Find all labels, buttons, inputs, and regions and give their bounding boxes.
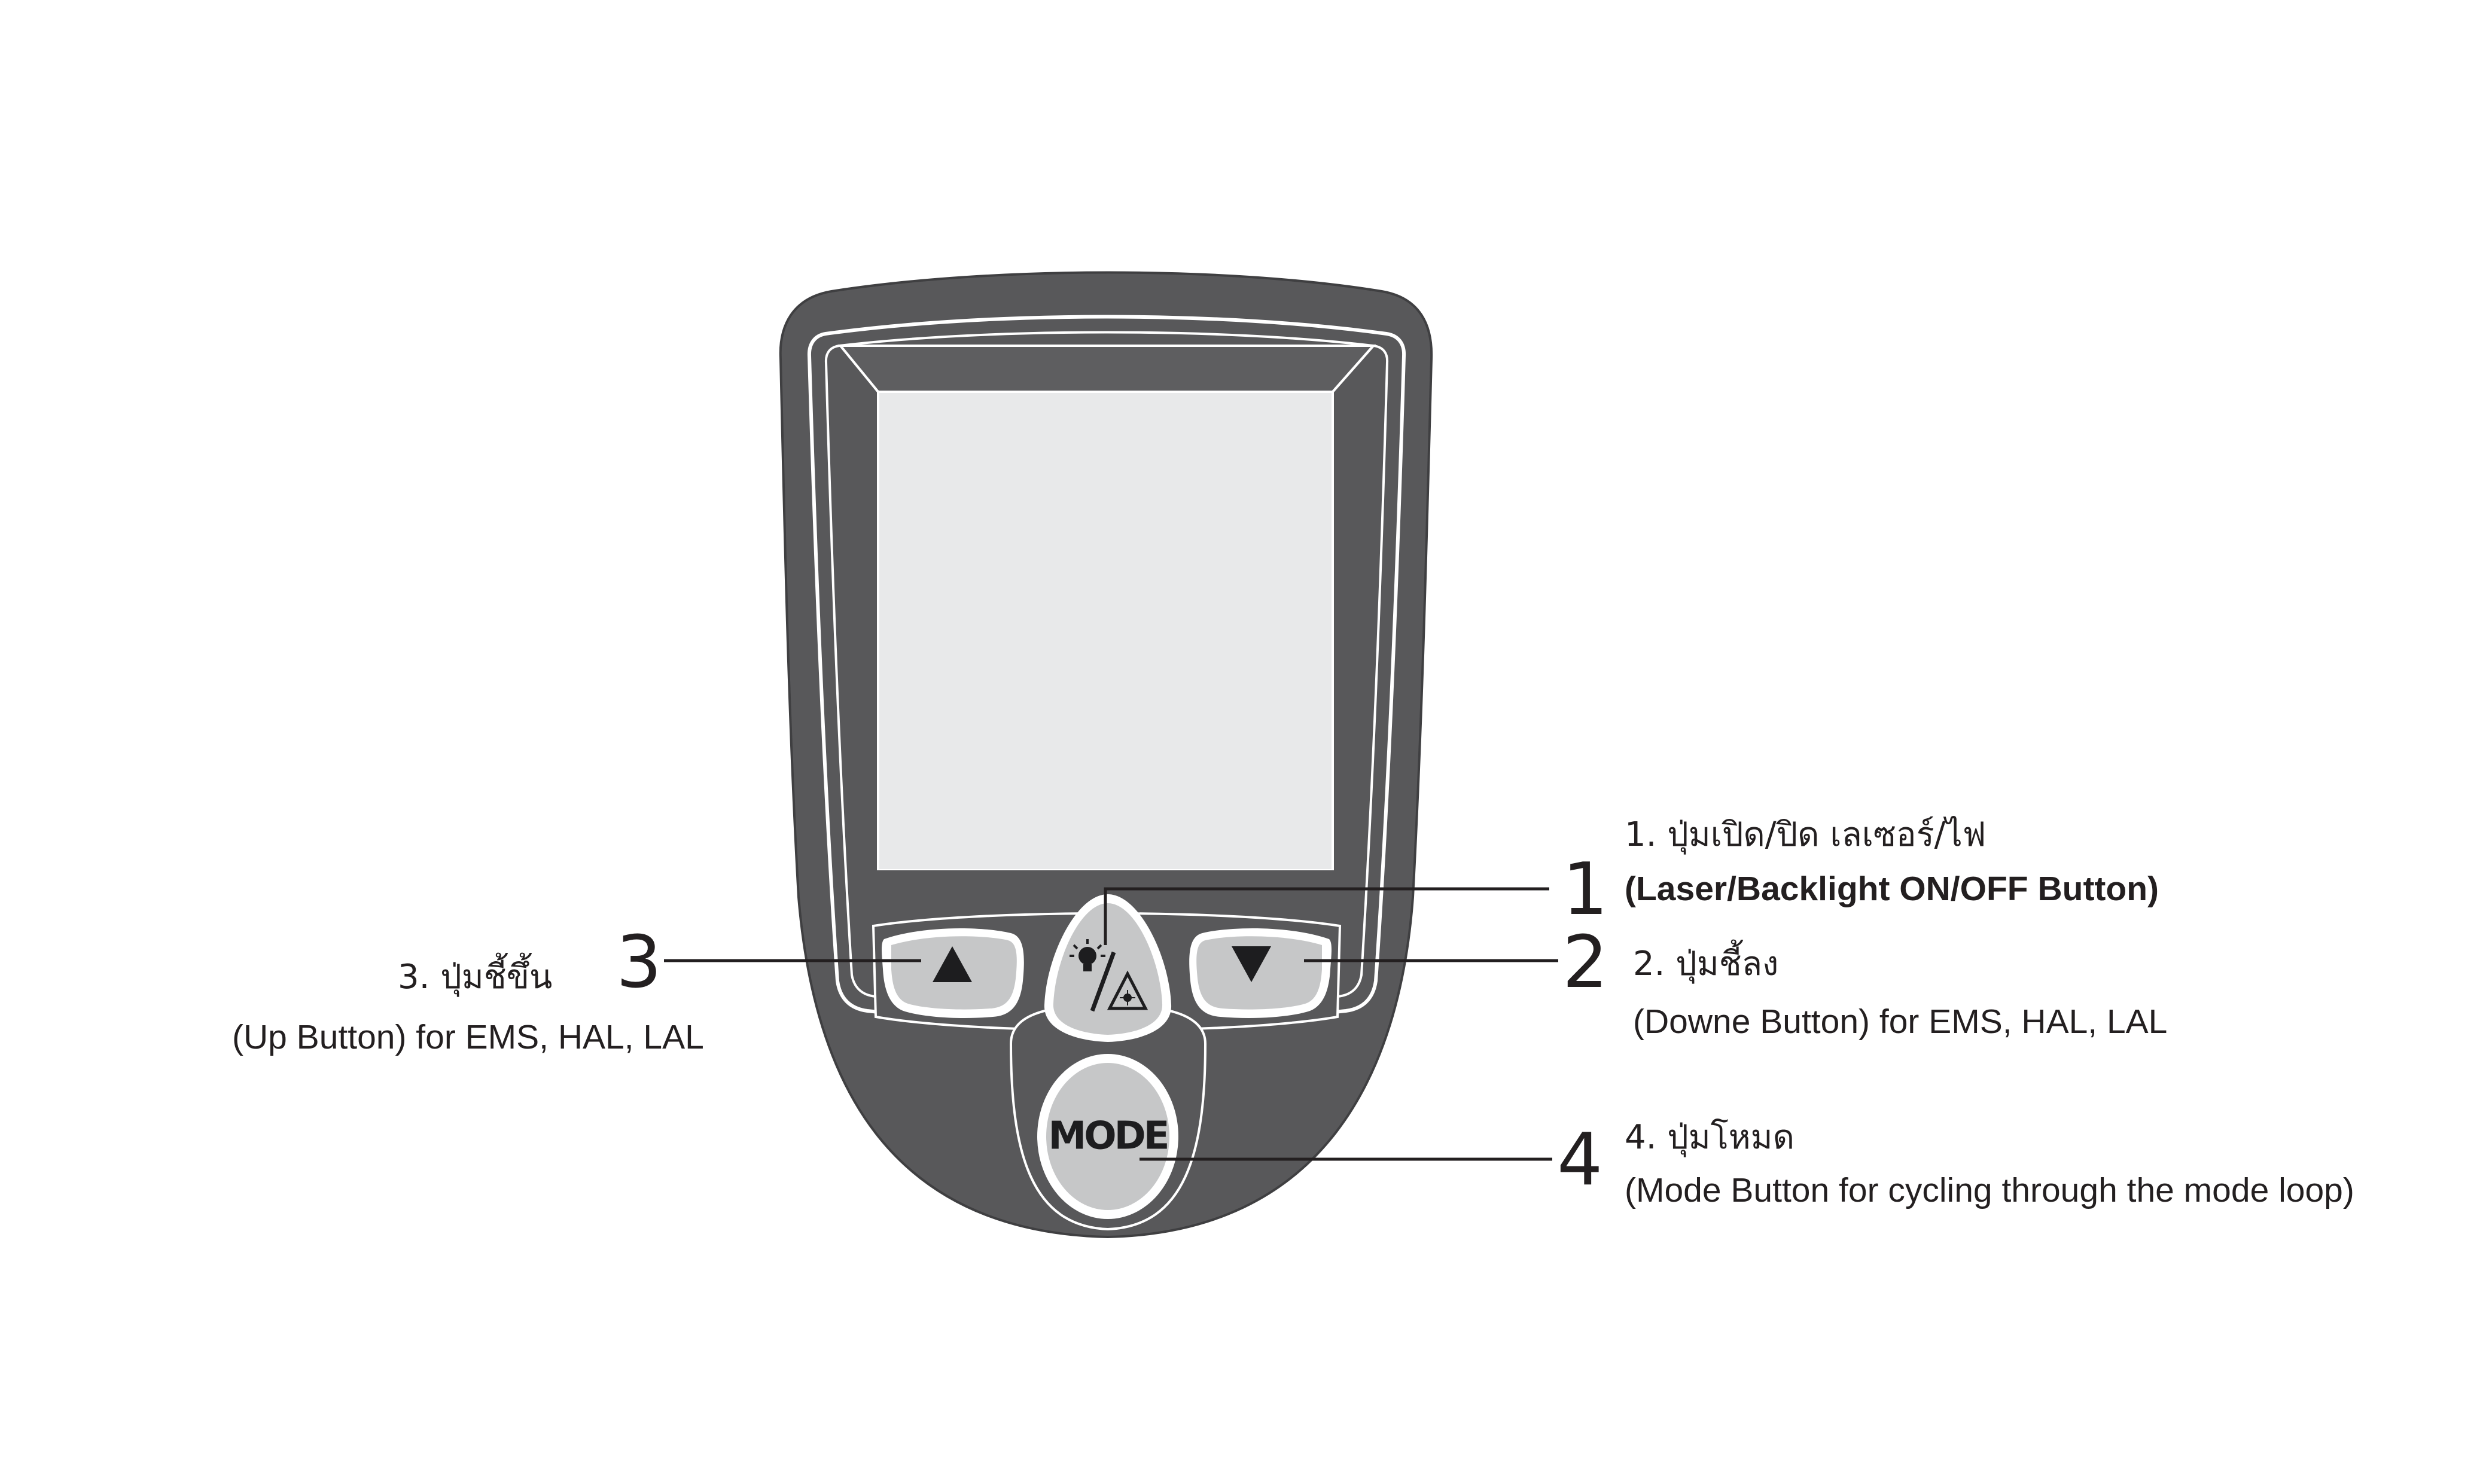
down-triangle-icon (1232, 946, 1271, 982)
backlight-laser-icon (1070, 939, 1148, 1012)
leader-line-1 (1104, 887, 1549, 945)
callout-4-english-label: (Mode Button for cycling through the mod… (1625, 1171, 2354, 1209)
callout-number-3: 3 (616, 921, 662, 1004)
mode-button-label: MODE (1049, 1114, 1168, 1159)
up-triangle-icon (933, 946, 972, 982)
leader-lines (664, 887, 1558, 1161)
callout-4-thai-label: 4. ปุ่มโหมด (1625, 1118, 1795, 1157)
screen-bevel (837, 345, 1376, 393)
lcd-screen (877, 391, 1334, 871)
callout-1-english-label: (Laser/Backlight ON/OFF Button) (1625, 870, 2159, 908)
laser-backlight-button[interactable] (1044, 894, 1172, 1042)
callout-1-thai-label: 1. ปุ่มเปิด/ปิด เลเซอร์/ไฟ (1625, 815, 1987, 854)
callout-3-thai-label: 3. ปุ่มชี้ขึ้น (398, 958, 553, 997)
callout-2-thai-label: 2. ปุ่มชี้ลง (1633, 944, 1779, 983)
up-button[interactable] (882, 928, 1024, 1018)
bezel-outline (807, 315, 1406, 1023)
callout-3-english-label: (Up Button) for EMS, HAL, LAL (232, 1018, 704, 1056)
mode-button[interactable]: MODE (1037, 1054, 1178, 1219)
callout-number-1: 1 (1562, 848, 1608, 931)
callout-number-4: 4 (1557, 1119, 1603, 1202)
down-button[interactable] (1189, 928, 1332, 1018)
callout-number-2: 2 (1562, 921, 1608, 1004)
callout-2-english-label: (Downe Button) for EMS, HAL, LAL (1633, 1002, 2168, 1041)
